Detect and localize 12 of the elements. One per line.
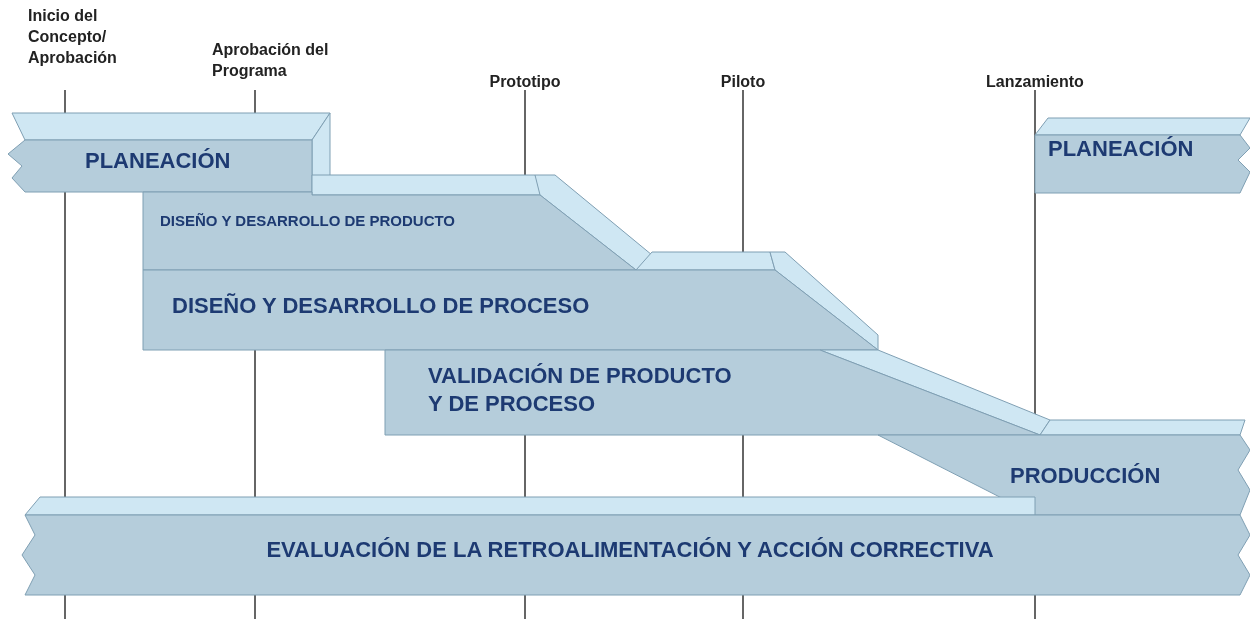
milestone-label: Piloto [719, 72, 767, 92]
phase-label: DISEÑO Y DESARROLLO DE PRODUCTO [160, 212, 457, 231]
phase-label: DISEÑO Y DESARROLLO DE PROCESO [172, 292, 591, 320]
milestone-label: Inicio del Concepto/ Aprobación [28, 6, 118, 68]
milestone-label: Lanzamiento [985, 72, 1085, 92]
phase-label: VALIDACIÓN DE PRODUCTO Y DE PROCESO [428, 362, 733, 417]
phase-label: PRODUCCIÓN [1010, 462, 1162, 490]
phase-label: EVALUACIÓN DE LA RETROALIMENTACIÓN Y ACCIÓN CORRECTIVA [265, 536, 995, 564]
milestone-label: Aprobación del Programa [212, 40, 330, 81]
milestone-label: Prototipo [488, 72, 562, 92]
phase-label: PLANEACIÓN [1048, 135, 1195, 163]
phase-label: PLANEACIÓN [85, 147, 232, 175]
